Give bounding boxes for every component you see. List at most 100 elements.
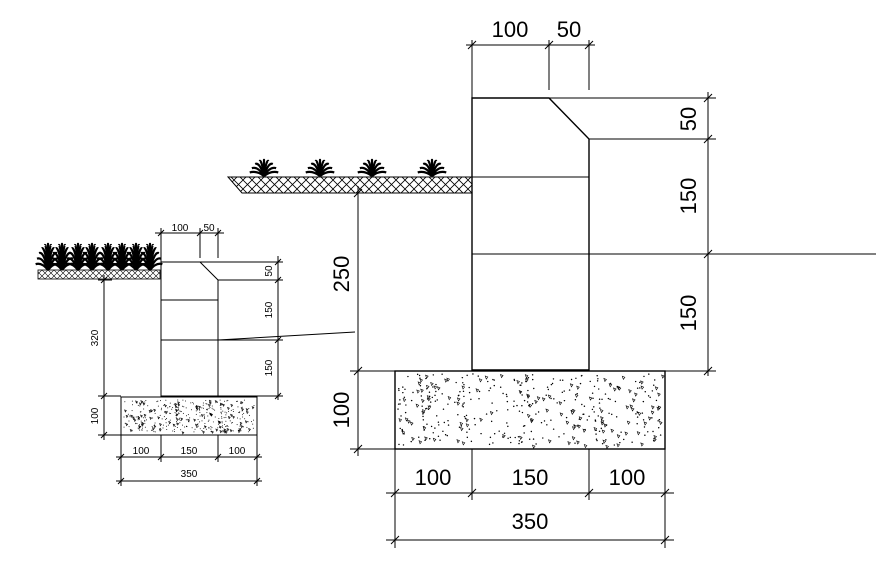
aggregate-mark [616,385,621,390]
stipple-dot [591,392,594,394]
aggregate-mark [600,419,605,424]
stipple-dot [426,423,428,425]
stipple-dot [463,383,465,386]
aggregate-mark [599,408,604,414]
stipple-dot [222,431,224,433]
aggregate-mark [227,406,230,411]
stipple-dot [162,424,164,426]
aggregate-mark [398,418,403,423]
aggregate-mark [133,418,137,423]
stipple-dot [186,415,187,417]
stipple-dot [402,391,404,394]
stipple-dot [181,424,183,426]
aggregate-mark [576,440,580,445]
stipple-dot [197,424,199,426]
stipple-dot [574,442,576,444]
stipple-dot [178,408,180,410]
stipple-dot [157,400,159,402]
stipple-dot [591,408,594,411]
stipple-dot [397,408,399,410]
stipple-dot [468,391,471,394]
stipple-dot [518,440,521,442]
stipple-dot [208,427,210,429]
stipple-dot [239,425,241,427]
stipple-dot [180,429,182,431]
stipple-dot [588,415,590,418]
stipple-dot [206,403,208,405]
stipple-dot [614,400,617,403]
stipple-dot [473,417,476,420]
stipple-dot [457,414,459,416]
stipple-dot [575,377,577,380]
aggregate-mark [240,425,244,429]
stipple-dot [199,409,201,411]
small-dim-chamfer-height: 50 [264,265,275,277]
stipple-dot [422,415,424,418]
aggregate-mark [401,430,406,435]
stipple-dot [137,404,139,406]
stipple-dot [570,378,573,381]
stipple-dot [594,420,597,422]
aggregate-mark [548,439,552,444]
stipple-dot [457,394,460,397]
stipple-dot [237,417,239,419]
stipple-dot [203,407,205,409]
stipple-dot [169,406,171,408]
aggregate-mark [149,416,153,421]
stipple-dot [169,412,171,414]
aggregate-mark [409,421,414,426]
stipple-dot [159,427,161,429]
aggregate-mark [238,428,242,432]
stipple-dot [563,390,565,392]
aggregate-mark [223,428,227,432]
stipple-dot [220,408,222,410]
large-dim-footing-stem: 150 [512,465,549,490]
aggregate-mark [153,408,157,413]
stipple-dot [197,425,199,427]
stipple-dot [185,419,187,421]
aggregate-mark [157,416,161,420]
aggregate-mark [534,399,538,405]
stipple-dot [150,429,152,431]
aggregate-mark [195,406,198,410]
stipple-dot [430,425,433,428]
stipple-dot [227,426,229,427]
aggregate-mark [174,402,178,407]
aggregate-mark [650,410,655,415]
stipple-dot [596,375,598,377]
stipple-dot [478,398,480,400]
aggregate-mark [198,405,202,409]
large-dim-lower-height: 150 [676,295,701,332]
stipple-dot [506,422,508,424]
aggregate-mark [175,409,179,413]
stipple-dot [510,441,512,444]
stipple-dot [201,420,203,422]
stipple-dot [429,401,432,403]
aggregate-mark [479,417,483,423]
stipple-dot [420,395,423,397]
aggregate-mark [572,426,576,431]
aggregate-mark [571,436,576,441]
stipple-dot [166,425,167,427]
stipple-dot [239,424,241,426]
stipple-dot [216,401,218,403]
aggregate-mark [139,402,142,406]
aggregate-mark [526,394,531,399]
aggregate-mark [436,386,441,391]
aggregate-mark [640,385,645,390]
small-shrubs-icon [35,242,163,271]
stipple-dot [174,431,176,433]
stipple-dot [236,424,238,426]
stipple-dot [593,411,595,413]
stipple-dot [403,396,406,399]
stipple-dot [507,437,509,440]
stipple-dot [502,392,504,395]
aggregate-mark [577,424,581,429]
aggregate-mark [177,401,180,405]
stipple-dot [615,416,618,418]
aggregate-mark [525,378,529,383]
stipple-dot [195,413,197,415]
stipple-dot [238,411,240,413]
stipple-dot [253,404,255,406]
